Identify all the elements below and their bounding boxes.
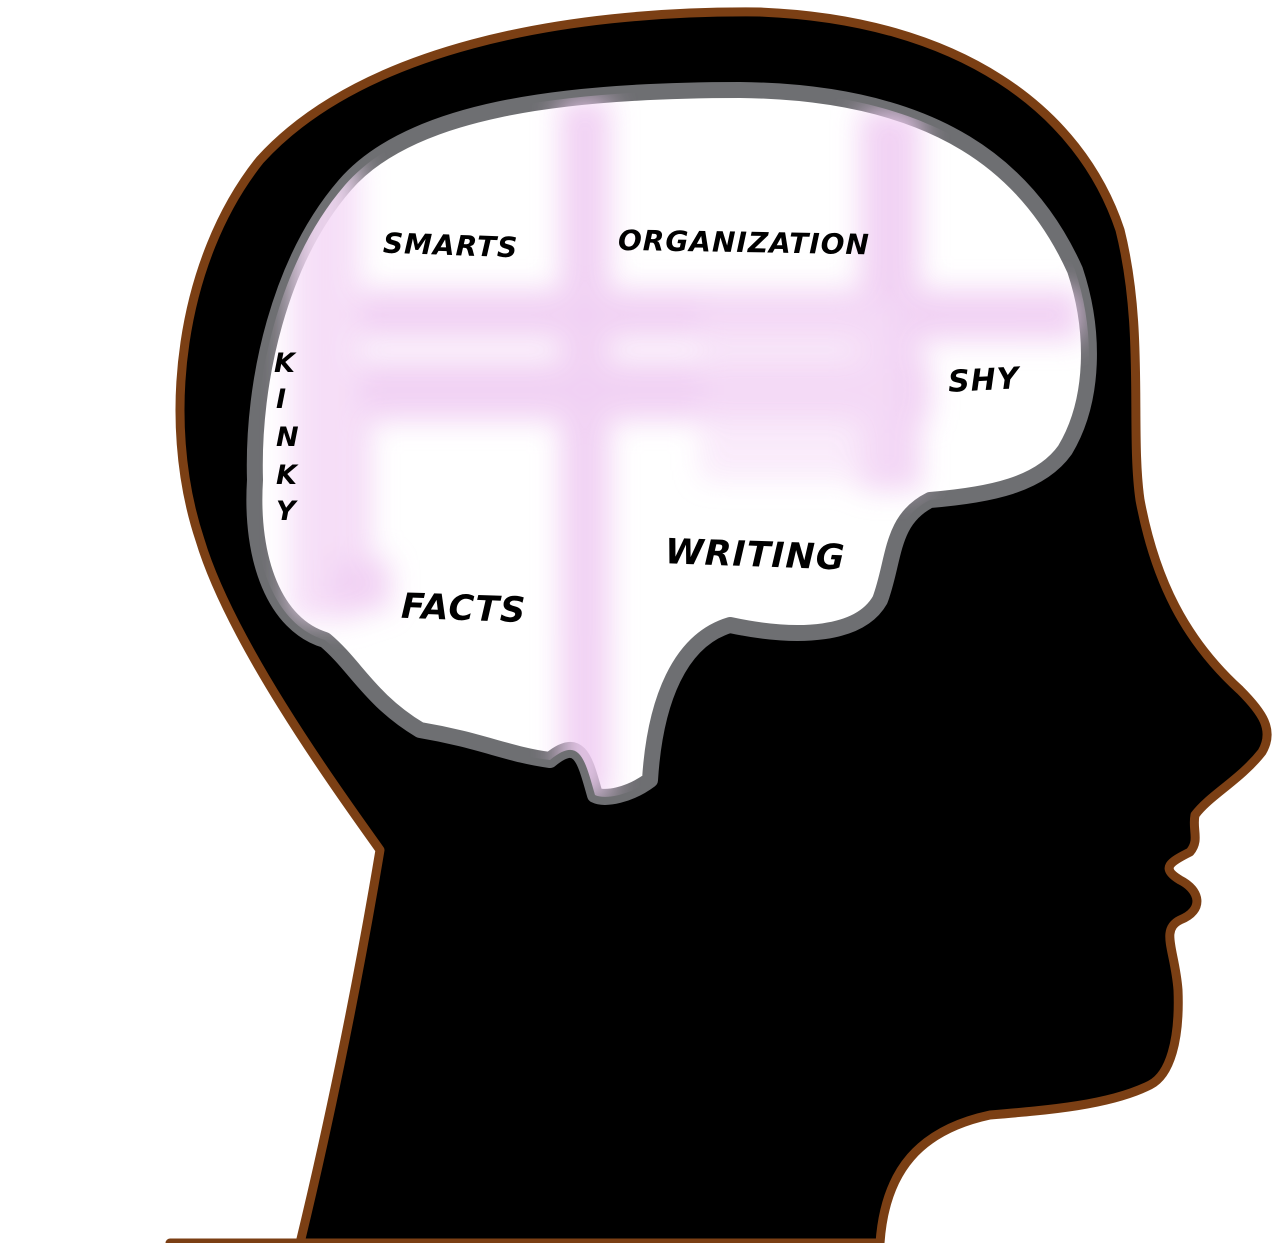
brain-highlights (290, 100, 1080, 797)
kinky-letter: K (274, 348, 297, 379)
kinky-letter: Y (276, 496, 298, 527)
kinky-letter: K (276, 460, 299, 491)
kinky-letter: N (276, 422, 299, 453)
label-smarts: SMARTS (382, 227, 518, 265)
label-shy: SHY (947, 361, 1022, 400)
label-organization: ORGANIZATION (618, 224, 870, 261)
label-facts: FACTS (400, 587, 527, 631)
kinky-letter: I (276, 384, 286, 415)
label-writing: WRITING (664, 532, 846, 578)
label-kinky: K I N K Y (274, 348, 299, 527)
